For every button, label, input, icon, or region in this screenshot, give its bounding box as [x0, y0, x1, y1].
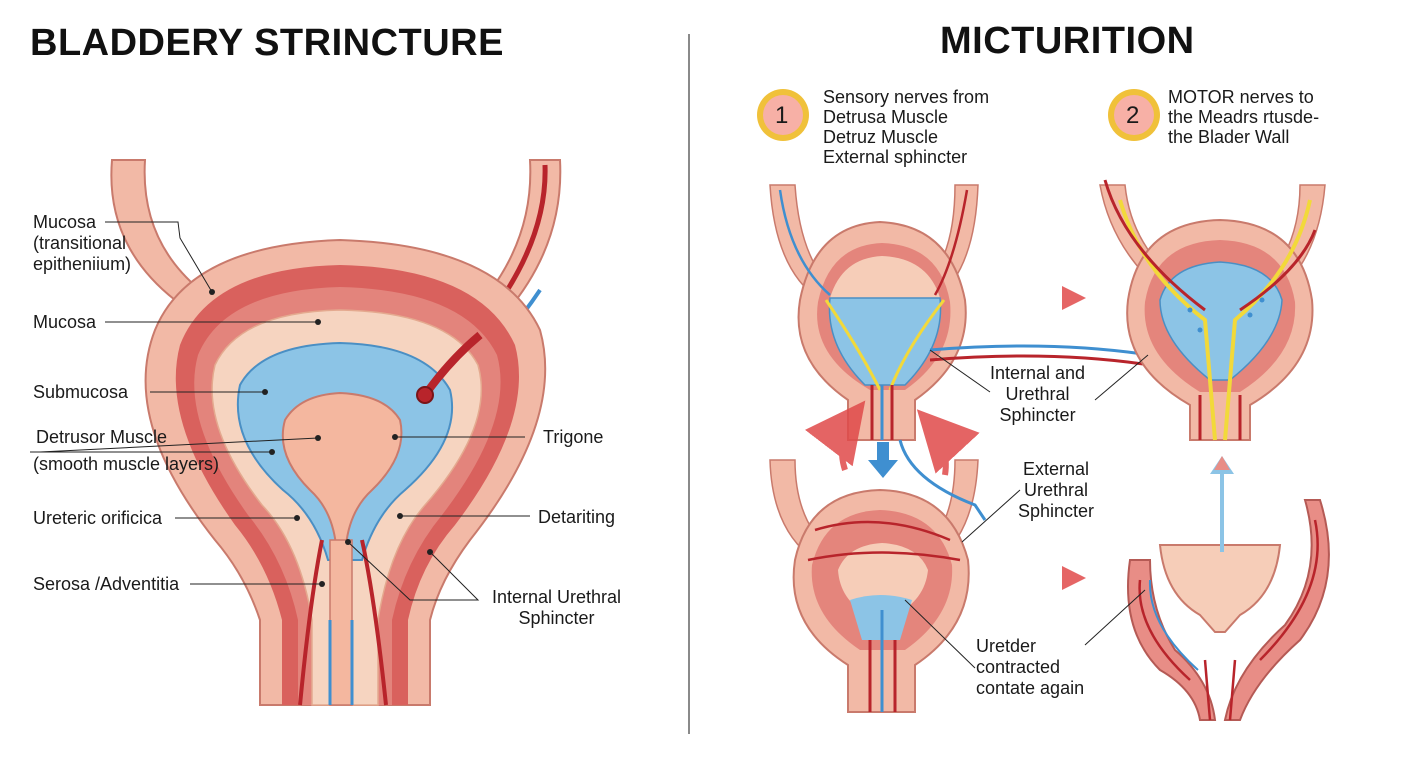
voiding-urine: [1159, 261, 1283, 381]
right-leader-lines: [904, 349, 1149, 669]
label-internal-and-urethral-sphincter: Internal and Urethral Sphincter: [990, 363, 1085, 426]
label-submucosa: Submucosa: [33, 382, 129, 402]
left-panel-title: BLADDERY STRINCTURE: [30, 22, 504, 64]
left-leader-lines: [30, 221, 530, 601]
label-iu-line1: Internal and: [990, 363, 1086, 383]
label-detrusor-line1: Detrusor Muscle: [36, 427, 168, 447]
label-ureteric-orifice: Ureteric orificica: [33, 508, 163, 528]
label-iu-line2: Urethral: [1005, 384, 1070, 404]
urethra: [329, 539, 353, 706]
arrow-right-bottom: [1012, 566, 1086, 590]
step-badge-2-number: 2: [1126, 102, 1140, 129]
label-ureter-contracted: Uretder contracted contate again: [976, 636, 1084, 699]
label-eu-line1: External: [1023, 459, 1090, 479]
label-iu-line3: Sphincter: [999, 405, 1076, 425]
label-detrusor-line2: (smooth muscle layers): [33, 454, 220, 474]
step-2-text: MOTOR nerves to the Meadrs rtusde- the B…: [1168, 87, 1319, 147]
step-2-line3: the Blader Wall: [1168, 127, 1290, 147]
arrow-down-blue: [868, 442, 898, 478]
bladder-cross-section: [110, 159, 562, 706]
left-leader-dots: [209, 289, 433, 587]
step-1-line1: Sensory nerves from: [823, 87, 990, 107]
label-mucosa-epithelium-line3: epitheniium): [33, 254, 132, 274]
nerve-connector: [898, 439, 987, 521]
label-eu-line3: Sphincter: [1018, 501, 1095, 521]
urethra-vessel-left-red: [298, 539, 324, 706]
step-badge-1-number: 1: [775, 102, 789, 129]
label-mucosa-epithelium-line2: (transitional: [33, 233, 127, 253]
label-uc-line1: Uretder: [976, 636, 1037, 656]
step-badge-1: [757, 89, 809, 141]
arrow-curve-right: [916, 409, 980, 476]
label-uc-line3: contate again: [976, 678, 1085, 698]
arrow-right-top: [1012, 286, 1086, 310]
arrow-curve-left: [804, 400, 866, 471]
arrow-up-right: [1210, 456, 1234, 552]
step-badge-2: [1108, 89, 1160, 141]
flow-arrows: [804, 286, 1234, 590]
step-2-line2: the Meadrs rtusde-: [1168, 107, 1320, 127]
label-serosa: Serosa /Adventitia: [33, 574, 180, 594]
label-uc-line2: contracted: [976, 657, 1061, 677]
label-detrusor-muscle: Detrusor Muscle (smooth muscle layers): [33, 427, 219, 475]
urethra-vessel-right-red: [360, 539, 388, 706]
label-internal-line2: Sphincter: [518, 608, 595, 628]
label-eu-line2: Urethral: [1024, 480, 1089, 500]
bladder-voiding: [1099, 179, 1326, 441]
filling-urine: [828, 297, 942, 386]
bladder-filling: [769, 184, 1151, 441]
step-2-line1: MOTOR nerves to: [1168, 87, 1314, 107]
step-1-line2: Detrusa Muscle: [823, 107, 949, 127]
step-1-text: Sensory nerves from Detrusa Muscle Detru…: [823, 87, 989, 167]
label-mucosa: Mucosa: [33, 312, 97, 332]
step-1-line4: External sphincter: [823, 147, 968, 167]
label-trigone: Trigone: [543, 427, 604, 447]
label-detariting: Detariting: [538, 507, 616, 527]
panel-divider: [688, 34, 690, 734]
label-internal-urethral-sphincter: Internal Urethral Sphincter: [492, 587, 621, 629]
label-external-urethral-sphincter: External Urethral Sphincter: [1018, 459, 1094, 522]
label-mucosa-epithelium: Mucosa (transitional epitheniium): [33, 212, 131, 275]
label-mucosa-epithelium-line1: Mucosa: [33, 212, 97, 232]
bladder-emptied: [1127, 499, 1330, 721]
step-1-line3: Detruz Muscle: [823, 127, 939, 147]
bladder-lumen: [281, 391, 403, 546]
bladder-contracted: [769, 459, 979, 713]
right-panel-title: MICTURITION: [940, 20, 1195, 62]
ureteric-orifice: [416, 386, 434, 404]
label-internal-line1: Internal Urethral: [492, 587, 622, 607]
